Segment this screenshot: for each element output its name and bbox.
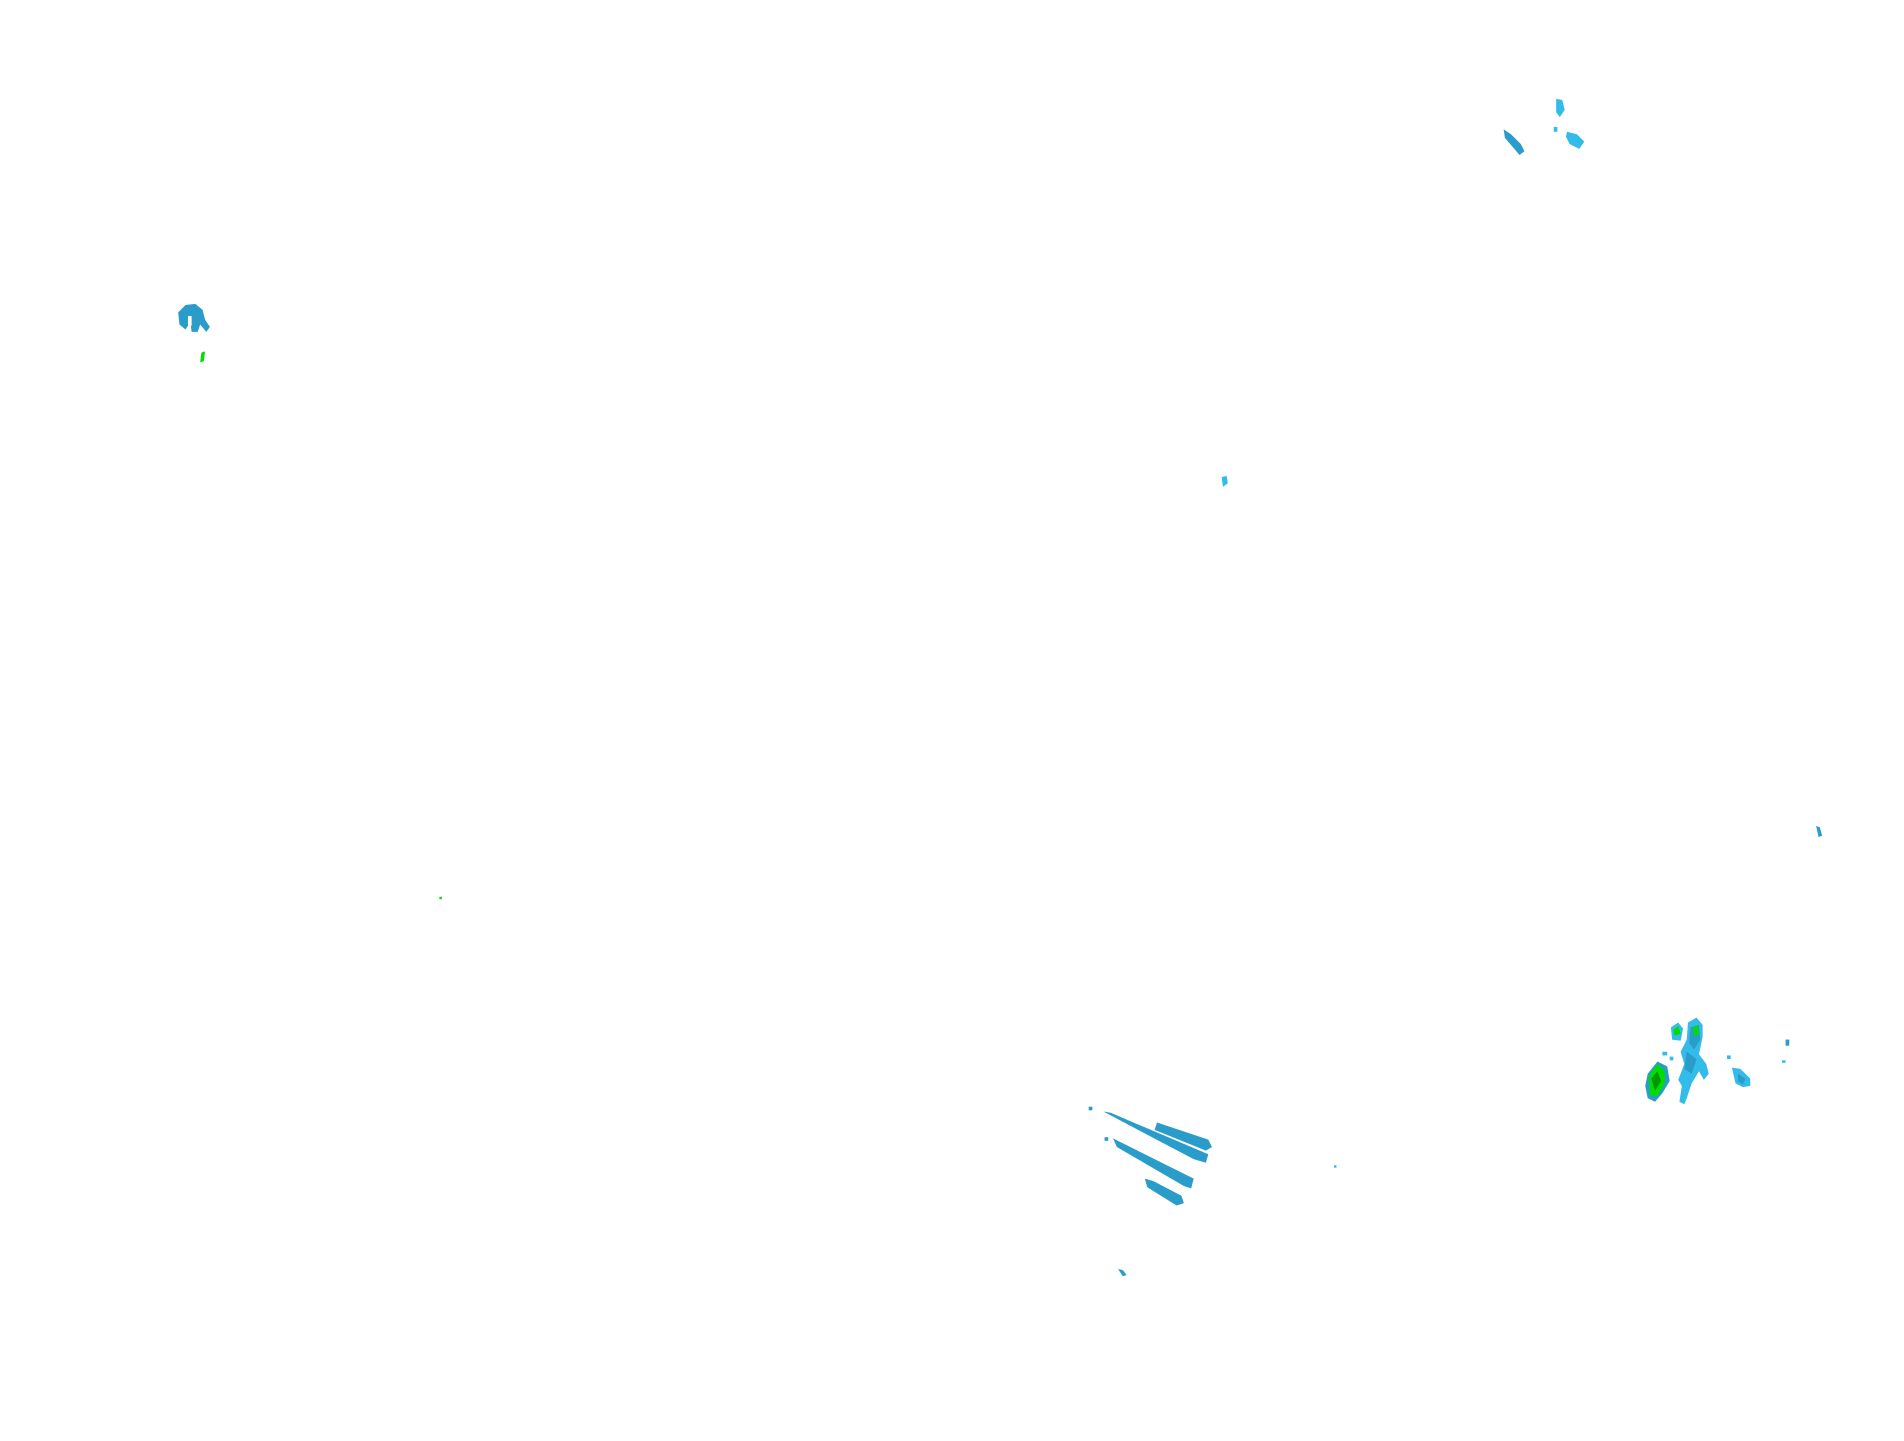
- echo-small-right: [1816, 826, 1823, 838]
- echo-cluster-bottom-right: [1645, 1017, 1790, 1105]
- echo-dot-left: [439, 896, 442, 900]
- echo-streaks-bottom-center: [1088, 1106, 1337, 1277]
- echo-cluster-top-right: [1503, 98, 1585, 155]
- echo-cluster-top-left: [178, 303, 210, 363]
- echo-small-center: [1221, 475, 1228, 487]
